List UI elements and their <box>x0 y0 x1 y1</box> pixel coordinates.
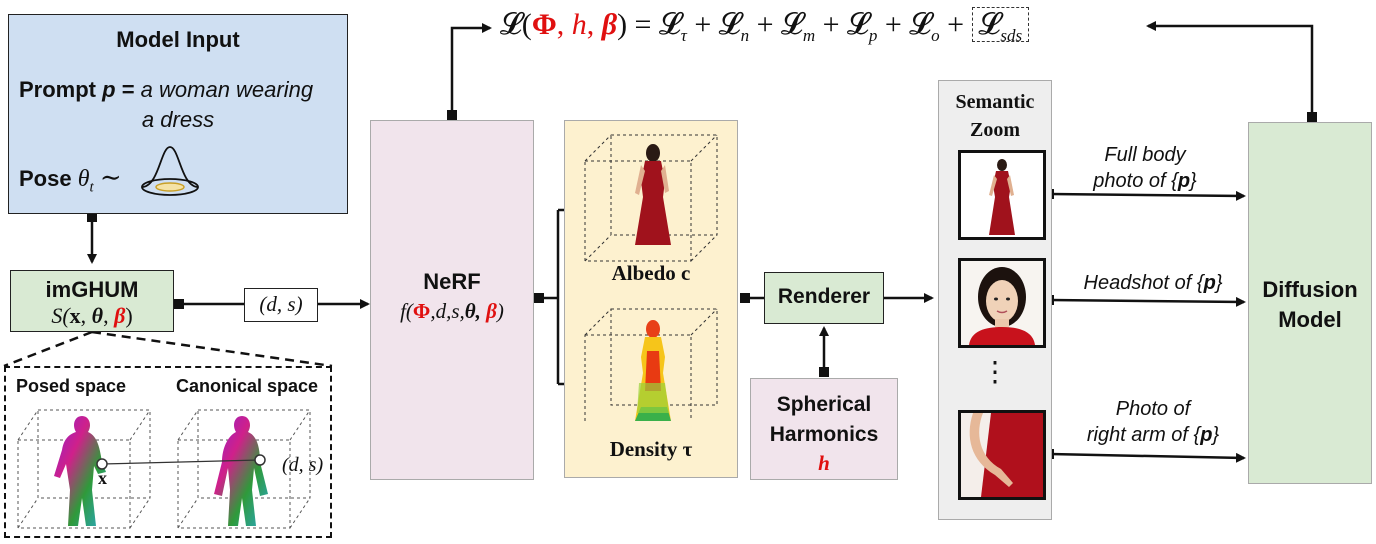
spaces-illustration <box>17 409 311 529</box>
prompt-line: Prompt p = a woman wearing <box>19 77 314 102</box>
ds-point-label: (d, s) <box>282 454 324 476</box>
albedo-density-panel: Albedo c Density τ <box>564 120 738 478</box>
imghum-box: imGHUM S(x, θ, β) <box>10 270 174 332</box>
diffusion-line-2: Model <box>1278 307 1342 332</box>
nerf-box: NeRF f(Φ,d,s,θ, β) <box>370 120 534 480</box>
model-input-panel: Model Input Prompt p = a woman wearing a… <box>8 14 348 214</box>
posed-space-label: Posed space <box>16 376 127 396</box>
semantic-zoom-line-2: Zoom <box>970 119 1020 141</box>
connector-node <box>87 212 97 222</box>
zoom-line-left <box>3 330 93 368</box>
connector-node <box>447 110 457 120</box>
imghum-function: S(x, θ, β) <box>51 303 133 328</box>
headshot-thumbnail <box>958 258 1046 348</box>
imghum-title: imGHUM <box>45 277 139 302</box>
volume-illustration <box>584 134 718 421</box>
diffusion-line-1: Diffusion <box>1262 277 1358 302</box>
x-point-label: x <box>98 468 107 488</box>
sh-h: h <box>818 451 830 475</box>
arm-caption: Photo of right arm of {p} <box>1086 398 1220 446</box>
connector-node <box>174 299 184 309</box>
arm-thumbnail <box>958 410 1046 500</box>
pose-line: Pose θt ∼ <box>19 163 122 196</box>
nerf-title: NeRF <box>423 269 481 294</box>
loss-equation: 𝓛(Φ, h, β) = 𝓛τ + 𝓛n + 𝓛m + 𝓛p + 𝓛o + 𝓛s… <box>500 7 1030 46</box>
canonical-space-label: Canonical space <box>176 376 319 396</box>
sh-line-2: Harmonics <box>769 423 879 446</box>
density-label: Density τ <box>609 437 693 461</box>
diffusion-model-box: Diffusion Model <box>1248 122 1372 484</box>
connector-node <box>819 367 829 377</box>
prompt-line-2: a dress <box>141 107 215 132</box>
arrow-head-to-diffusion <box>1049 296 1246 307</box>
nerf-function: f(Φ,d,s,θ, β) <box>400 299 504 323</box>
ellipsis-dots: ⋮ <box>981 357 1009 388</box>
spherical-harmonics-box: Spherical Harmonics h <box>750 378 898 480</box>
arrow-diffusion-to-loss <box>1146 21 1314 118</box>
arm-image <box>969 413 1043 497</box>
semantic-zoom-line-1: Semantic <box>955 91 1035 113</box>
renderer-box: Renderer <box>764 272 884 324</box>
arrow-nerf-to-loss <box>450 23 492 116</box>
arrow-arm-to-diffusion <box>1049 452 1246 463</box>
full-body-caption: Full body photo of {p} <box>1093 144 1197 192</box>
arrow-full-to-diffusion <box>1049 190 1246 201</box>
sds-loss-term: 𝓛sds <box>971 7 1030 45</box>
albedo-label: Albedo c <box>611 261 691 285</box>
full-body-image <box>989 159 1015 235</box>
headshot-caption: Headshot of {p} <box>1083 272 1223 294</box>
ds-label-box: (d, s) <box>244 288 318 322</box>
headshot-image <box>969 267 1035 345</box>
sh-line-1: Spherical <box>776 393 872 416</box>
connector-node <box>534 293 544 303</box>
pose-distribution-icon <box>141 146 199 196</box>
spaces-panel: Posed space Canonical space <box>4 366 332 538</box>
zoom-line-right <box>91 330 333 368</box>
connector-node <box>1307 112 1317 122</box>
full-body-thumbnail <box>958 150 1046 240</box>
connector-node <box>740 293 750 303</box>
model-input-title: Model Input <box>116 27 240 52</box>
